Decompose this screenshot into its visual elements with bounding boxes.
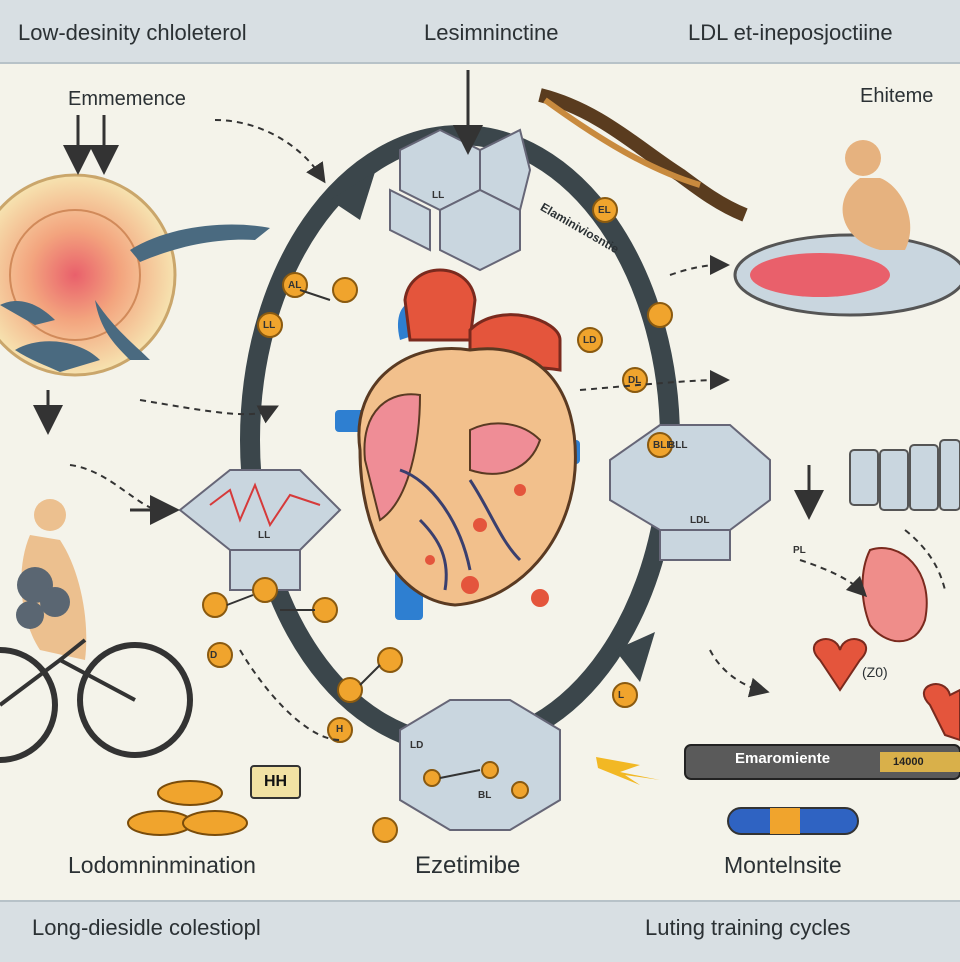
molecule-tag: PL — [793, 545, 806, 556]
hex-label-bottom-ld: LD — [410, 740, 424, 751]
heart-illustration — [335, 268, 580, 620]
molecule-bonds — [226, 289, 481, 779]
header-band — [0, 0, 960, 64]
molecule-tag: DL — [628, 375, 642, 386]
molecule-tag: LL — [263, 320, 276, 331]
molecule-tag: L — [618, 690, 625, 701]
hex-label-right-top: BLL — [668, 440, 688, 451]
caption-right: Montelnsite — [724, 852, 842, 878]
footer-band — [0, 900, 960, 962]
dashed-connectors — [69, 119, 946, 741]
worker-platform-illustration — [733, 140, 960, 317]
molecule-tag: BLL — [653, 440, 673, 451]
top-left-label: Emmemence — [68, 88, 186, 110]
molecule-tag: LD — [583, 335, 597, 346]
molecule-tag: D — [210, 650, 218, 661]
hex-label-left: LL — [258, 530, 271, 541]
hex-cluster-top — [389, 128, 532, 272]
tube-value: 14000 — [893, 756, 924, 768]
cylinder-blocks — [849, 439, 960, 511]
molecule-tag: EL — [598, 205, 611, 216]
header-left-label: Low-desinity chloleterol — [18, 20, 247, 45]
capsule-icon — [727, 807, 859, 835]
pills-label: HH — [250, 765, 302, 799]
molecule-tag: H — [336, 724, 344, 735]
caption-left: Lodomninmination — [68, 852, 256, 878]
lightning-icon — [596, 757, 660, 785]
hex-cluster-left — [178, 469, 342, 591]
hex-label-bottom-bl: BL — [478, 790, 492, 801]
tube-label: Emaromiente — [735, 750, 831, 767]
caption-center: Ezetimibe — [415, 852, 521, 879]
tube-gauge — [596, 744, 960, 785]
dolphin-icons — [0, 224, 270, 372]
hex-label-top: LL — [432, 190, 445, 201]
heart-icons — [812, 547, 960, 742]
footer-left-label: Long-diesidle colestiopl — [32, 915, 261, 940]
ring-arrow-right-icon — [615, 632, 655, 682]
pills-icon — [127, 780, 248, 836]
molecule-tag: AL — [288, 280, 302, 291]
top-right-label: Ehiteme — [860, 85, 934, 107]
header-right-label: LDL et-ineposjoctiine — [688, 20, 893, 45]
zo-label: (Z0) — [862, 664, 888, 680]
molecule-nodes — [202, 197, 673, 843]
footer-right-label: Luting training cycles — [645, 915, 851, 940]
cyclist-illustration — [0, 499, 193, 763]
target-illustration — [0, 173, 177, 377]
ring-arrow-top-icon — [330, 172, 375, 220]
header-center-label: Lesimninctine — [424, 20, 559, 45]
dna-helix-icon — [538, 88, 748, 222]
hex-cluster-right — [609, 424, 771, 561]
hex-label-right-bottom: LDL — [690, 515, 710, 526]
hex-cluster-bottom — [399, 699, 561, 831]
solid-arrows — [33, 70, 824, 525]
